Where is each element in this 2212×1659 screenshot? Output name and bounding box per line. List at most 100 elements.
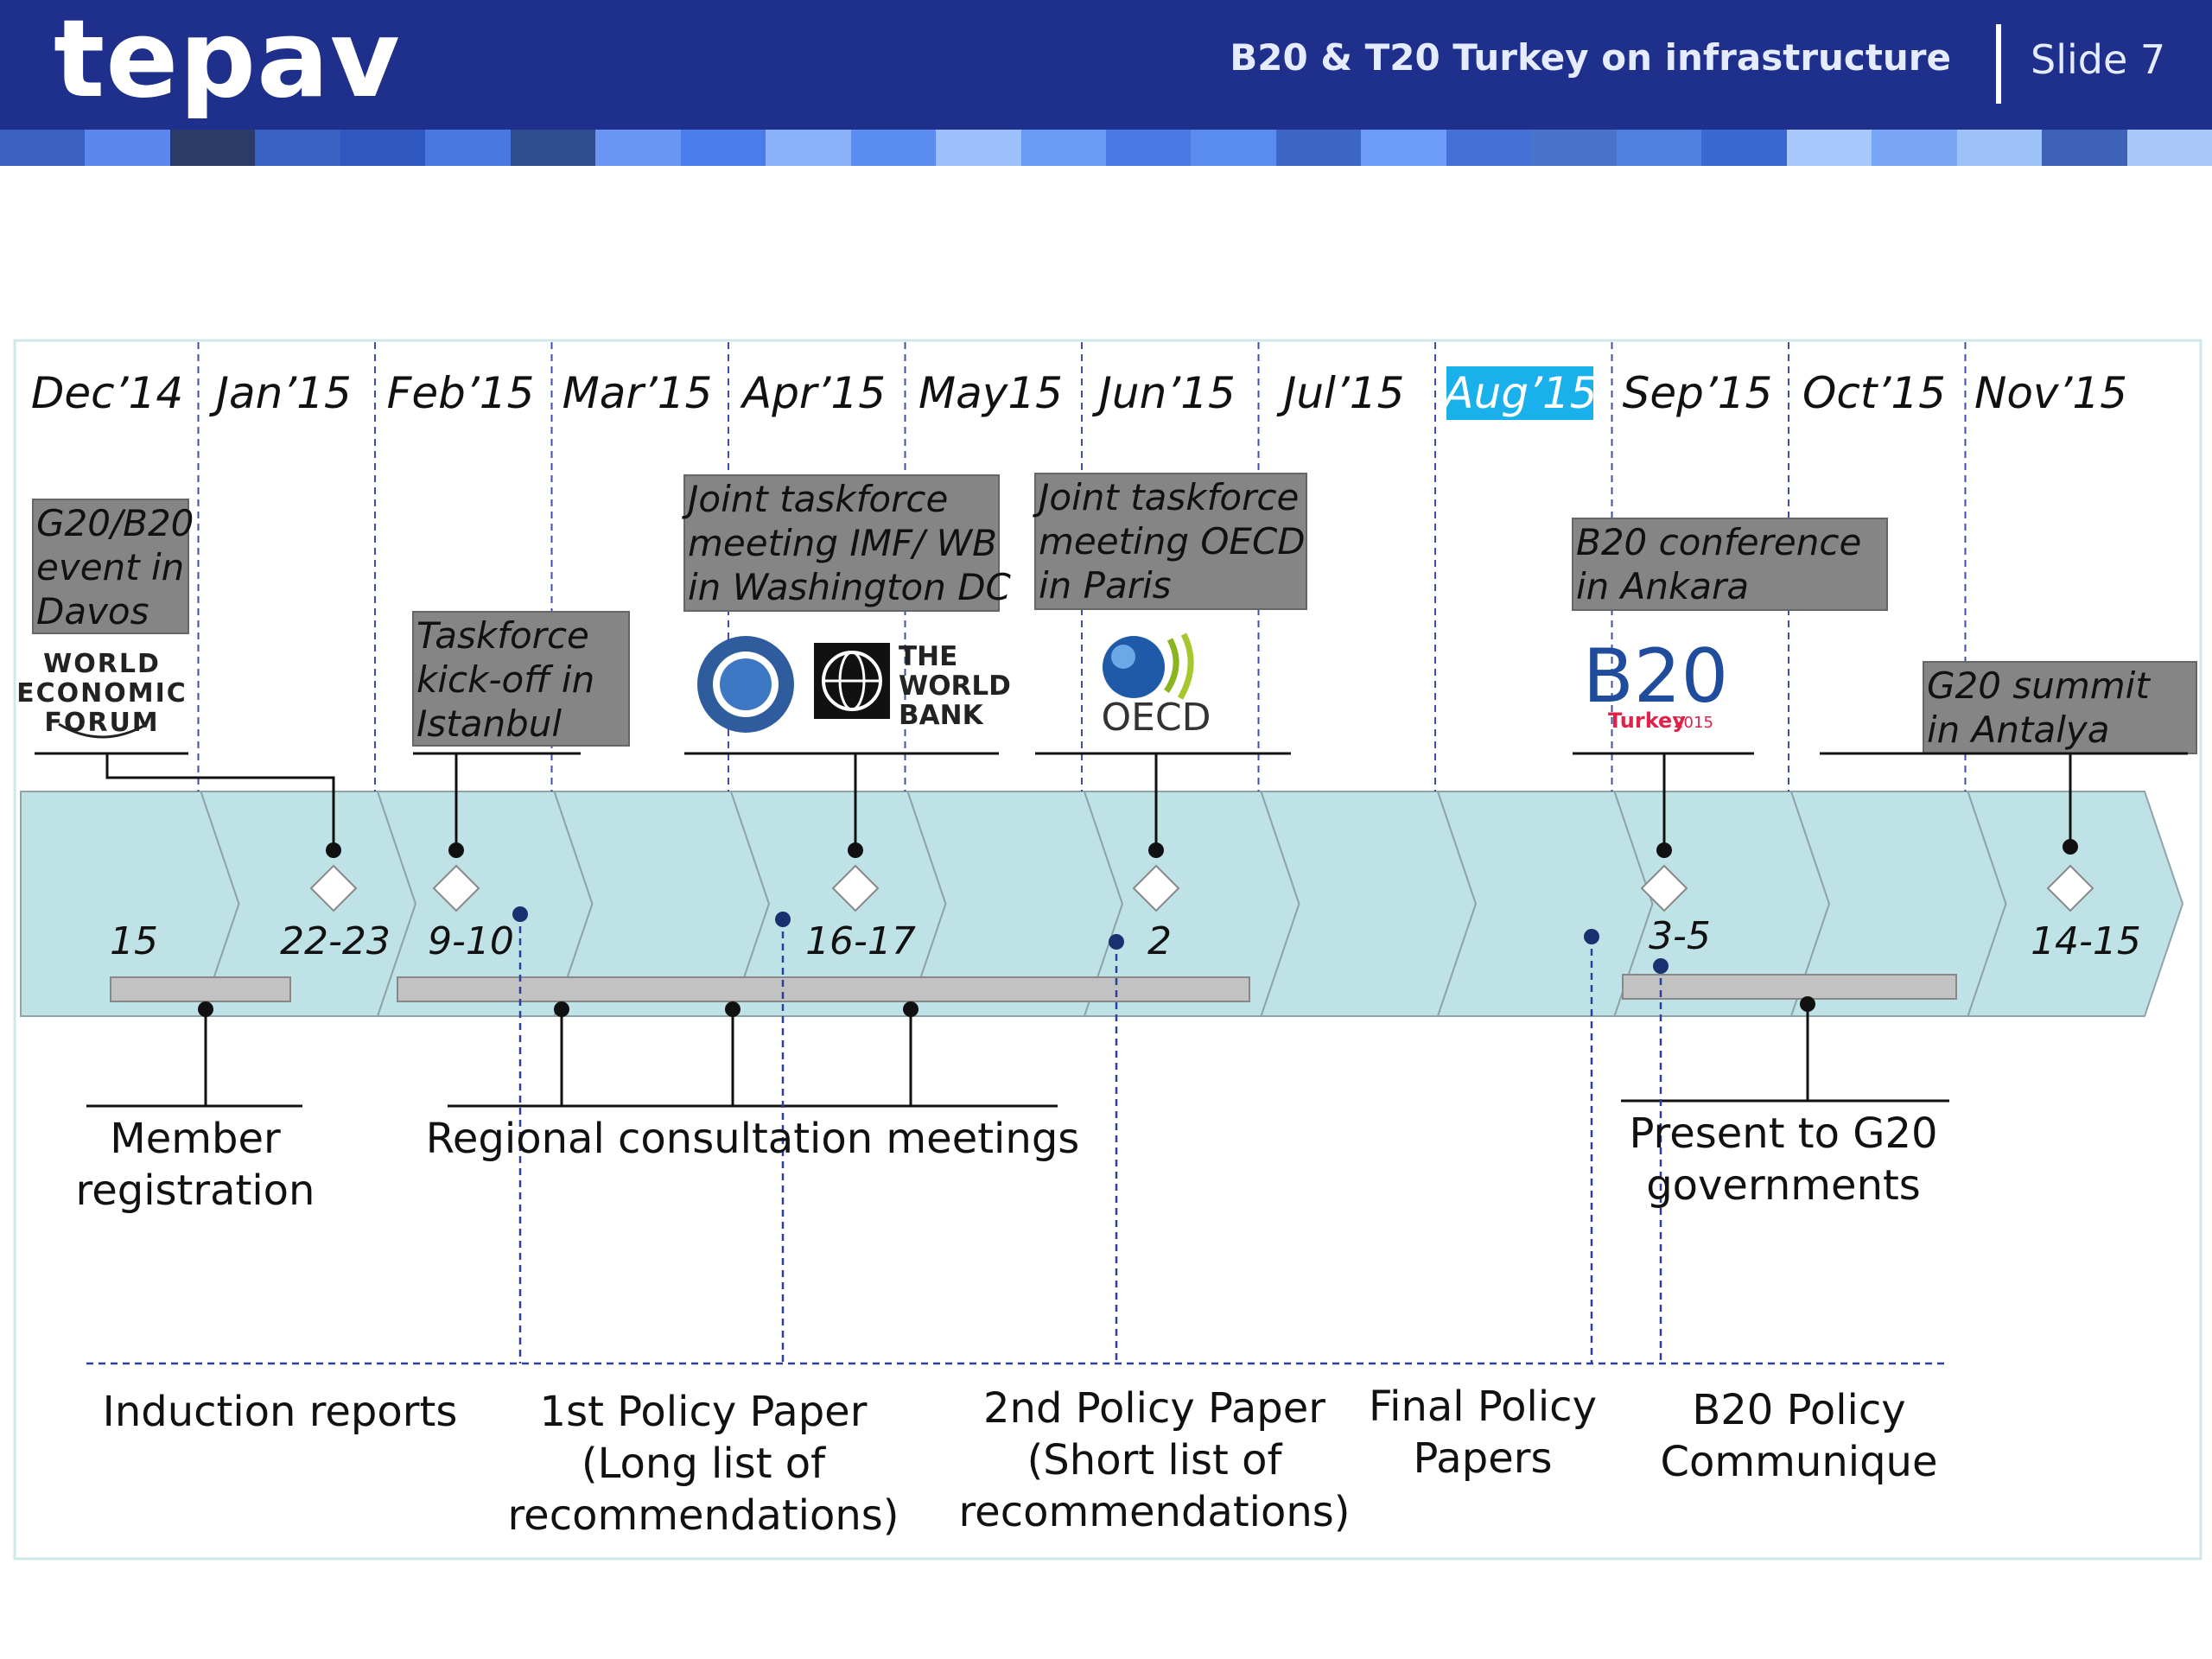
deliverable-label: recommendations) — [508, 1491, 899, 1540]
connector-line — [105, 753, 335, 850]
diagram-frame — [13, 339, 2202, 1560]
presentation-title: B20 & T20 Turkey on infrastructure — [1230, 36, 1951, 79]
wef-logo: ECONOMIC — [16, 678, 188, 709]
stripe-block — [936, 130, 1022, 166]
phase-bar-member — [110, 976, 291, 1002]
stripe-block — [1446, 130, 1533, 166]
month-label: Dec’14 — [31, 368, 183, 418]
event-date: 15 — [110, 919, 158, 963]
stripe-block — [1617, 130, 1703, 166]
event-date: 22-23 — [280, 919, 391, 963]
stripe-block — [681, 130, 767, 166]
event-box-ankara — [1572, 518, 1888, 611]
event-date: 9-10 — [428, 919, 514, 963]
phase-bar-present — [1622, 974, 1957, 1000]
stripe-block — [1021, 130, 1108, 166]
event-dot — [448, 842, 464, 858]
deliverable-dot — [512, 906, 528, 922]
stripe-block — [255, 130, 341, 166]
stripe-block — [0, 130, 86, 166]
deliverable-dot — [775, 912, 791, 927]
stripe-block — [425, 130, 512, 166]
event-diamond — [309, 864, 358, 912]
event-box-istanbul — [412, 611, 630, 747]
event-date: 16-17 — [805, 919, 916, 963]
event-box-washington — [683, 474, 1000, 612]
month-highlight — [1446, 366, 1593, 420]
stripe-block — [1957, 130, 2044, 166]
stripe-block — [1191, 130, 1277, 166]
event-label: in Ankara — [1576, 565, 1749, 607]
event-label: G20 summit — [1927, 664, 2151, 707]
event-date: 3-5 — [1649, 914, 1711, 958]
stripe-block — [2042, 130, 2128, 166]
oecd-arc-icon — [1164, 638, 1179, 693]
event-label: in Paris — [1039, 564, 1172, 607]
event-label: Joint taskforce — [1033, 476, 1299, 518]
event-diamond — [2046, 864, 2094, 912]
stripe-block — [1787, 130, 1873, 166]
event-box-antalya — [1923, 661, 2197, 754]
b20-logo-sub: Turkey — [1608, 709, 1686, 733]
event-label: Joint taskforce — [682, 478, 948, 520]
month-label: Oct’15 — [1802, 368, 1946, 418]
event-dot — [2063, 839, 2078, 855]
deliverable-label: (Long list of — [582, 1440, 826, 1488]
event-label: in Washington DC — [688, 566, 1012, 608]
stripe-block — [1276, 130, 1363, 166]
b20-logo-year: 2015 — [1674, 714, 1713, 732]
stripe-block — [1106, 130, 1192, 166]
oecd-arc-icon — [1177, 632, 1194, 700]
stripe-block — [340, 130, 427, 166]
deliverable-label: Induction reports — [103, 1388, 458, 1436]
b20-logo-text: B20 — [1583, 633, 1728, 720]
month-label: Sep’15 — [1623, 368, 1773, 418]
wef-logo-swoosh — [58, 722, 148, 739]
month-label: Mar’15 — [563, 368, 713, 418]
event-label: B20 conference — [1576, 521, 1861, 563]
month-label: Feb’15 — [387, 368, 535, 418]
stripe-block — [851, 130, 938, 166]
present-g20-label: governments — [1646, 1161, 1921, 1210]
slide-number: Slide 7 — [2031, 36, 2166, 83]
color-stripe — [0, 130, 2212, 166]
phase-bar-regional — [397, 976, 1250, 1002]
month-label: Jan’15 — [208, 368, 352, 418]
event-date: 2 — [1147, 919, 1172, 963]
header-bar: tepav B20 & T20 Turkey on infrastructure… — [0, 0, 2212, 130]
month-label: Jul’15 — [1276, 368, 1405, 418]
tepav-logo: tepav — [54, 0, 401, 122]
deliverable-label: recommendations) — [959, 1488, 1351, 1536]
wef-logo: FORUM — [44, 708, 159, 738]
event-diamond — [1640, 864, 1688, 912]
deliverable-label: (Short list of — [1027, 1436, 1283, 1484]
stripe-block — [1361, 130, 1447, 166]
deliverable-label: 1st Policy Paper — [540, 1388, 868, 1436]
month-label: May15 — [918, 368, 1063, 418]
imf-seal-icon — [720, 658, 772, 710]
stripe-block — [511, 130, 597, 166]
event-label: kick-off in — [416, 658, 594, 701]
event-box-paris — [1034, 473, 1307, 610]
event-label: meeting OECD — [1039, 520, 1306, 563]
world-bank-logo-text: WORLD — [899, 671, 1011, 702]
oecd-logo-text: OECD — [1101, 696, 1211, 740]
month-label: Jun’15 — [1091, 368, 1236, 418]
stripe-block — [766, 130, 852, 166]
deliverable-label: Papers — [1414, 1434, 1553, 1483]
stripe-block — [2127, 130, 2212, 166]
stripe-block — [1872, 130, 1958, 166]
event-diamond — [831, 864, 880, 912]
month-label: Aug’15 — [1441, 368, 1597, 418]
event-dot — [1656, 842, 1672, 858]
present-g20-label: Present to G20 — [1629, 1109, 1937, 1158]
world-bank-logo-text: BANK — [899, 700, 984, 731]
deliverable-label: 2nd Policy Paper — [983, 1384, 1325, 1433]
stripe-block — [85, 130, 171, 166]
event-dot — [326, 842, 341, 858]
member-registration-label: registration — [76, 1166, 315, 1215]
stripe-block — [1701, 130, 1788, 166]
event-date: 14-15 — [2031, 919, 2141, 963]
oecd-globe-icon — [1111, 645, 1135, 669]
